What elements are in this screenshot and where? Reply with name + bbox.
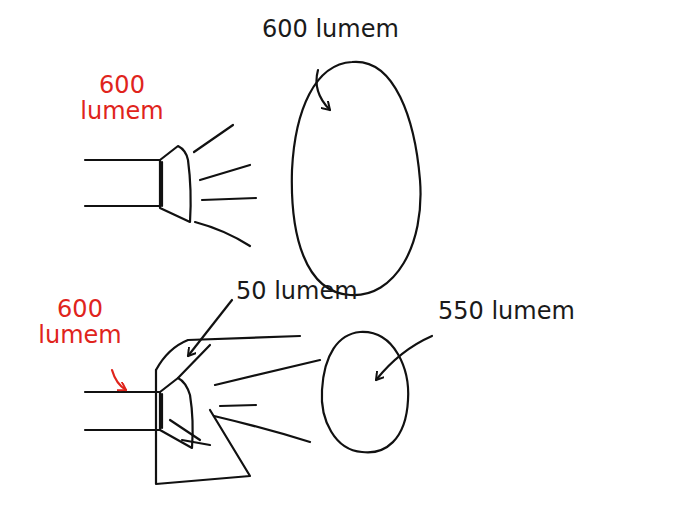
leader-arrow: [112, 370, 126, 390]
leader-arrow: [376, 336, 432, 380]
leader-arrow: [188, 300, 232, 356]
flashlight-top: [85, 146, 191, 222]
lumen-label: 550 lumem: [438, 298, 575, 324]
lamp-shade: [156, 336, 300, 484]
leader-arrow: [317, 70, 331, 110]
source-lumen-label: 600 lumem: [34, 296, 126, 349]
source-lumen-label: 600 lumem: [76, 72, 168, 125]
lumen-label: 600 lumem: [262, 16, 399, 42]
lumen-label: 50 lumem: [236, 278, 358, 304]
light-spot-large: [292, 62, 421, 295]
light-beam-bottom: [214, 360, 320, 442]
light-beam-top: [194, 125, 256, 246]
light-spot-small: [322, 332, 408, 452]
flashlight-bottom: [85, 378, 193, 448]
